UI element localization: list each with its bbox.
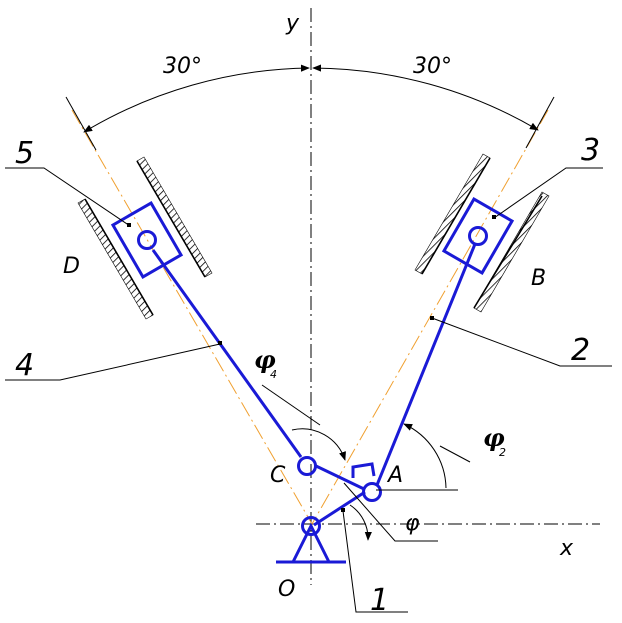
phi-2-symbol: φ (483, 423, 505, 452)
crank-1 (313, 490, 366, 527)
left-extension-line (65, 96, 97, 151)
point-c-label: C (270, 463, 286, 488)
phi-2-subscript: 2 (499, 446, 506, 459)
support-triangle (291, 522, 331, 563)
phi-2-leader (439, 445, 471, 463)
x-axis-label: x (559, 536, 574, 561)
right-angle-arc (312, 64, 539, 131)
y-axis-label: y (285, 11, 300, 36)
connecting-rod-2 (375, 243, 477, 486)
pin-b (468, 226, 488, 246)
joint-a (362, 482, 382, 502)
left-angle-arc (83, 64, 310, 133)
part-2-label: 2 (571, 333, 590, 368)
phi-4-subscript: 4 (270, 368, 277, 381)
part-4-label: 4 (15, 348, 34, 383)
connecting-rod-4 (151, 249, 303, 458)
point-b-label: B (531, 266, 546, 291)
joint-o (301, 516, 321, 536)
link-ca (315, 464, 365, 491)
left-guide-rails (77, 156, 213, 320)
part-1-label: 1 (370, 583, 389, 618)
rod-2-bracket (351, 462, 376, 478)
leader-lines (5, 167, 612, 613)
point-d-label: D (63, 254, 80, 279)
phi-4-arc (291, 428, 346, 461)
left-angle-label: 30° (163, 54, 202, 79)
phi-2-arc (403, 423, 447, 489)
point-a-label: A (386, 463, 403, 488)
slider-5 (110, 200, 184, 280)
part-3-label: 3 (581, 133, 600, 168)
left-guide-centerline (71, 109, 313, 525)
phi-4-leader (261, 384, 321, 426)
part-5-label: 5 (15, 136, 34, 171)
crank-angle-arc (349, 504, 372, 541)
joint-c (297, 456, 317, 476)
right-angle-label: 30° (413, 54, 452, 79)
right-guide-rails (414, 153, 550, 313)
crank-angle-label: φ (405, 511, 420, 536)
right-extension-line (525, 96, 555, 149)
slider-3 (441, 196, 515, 276)
phi-4-symbol: φ (254, 345, 276, 374)
pin-d (137, 230, 157, 250)
mechanism (110, 196, 515, 564)
origin-label: O (278, 577, 295, 602)
